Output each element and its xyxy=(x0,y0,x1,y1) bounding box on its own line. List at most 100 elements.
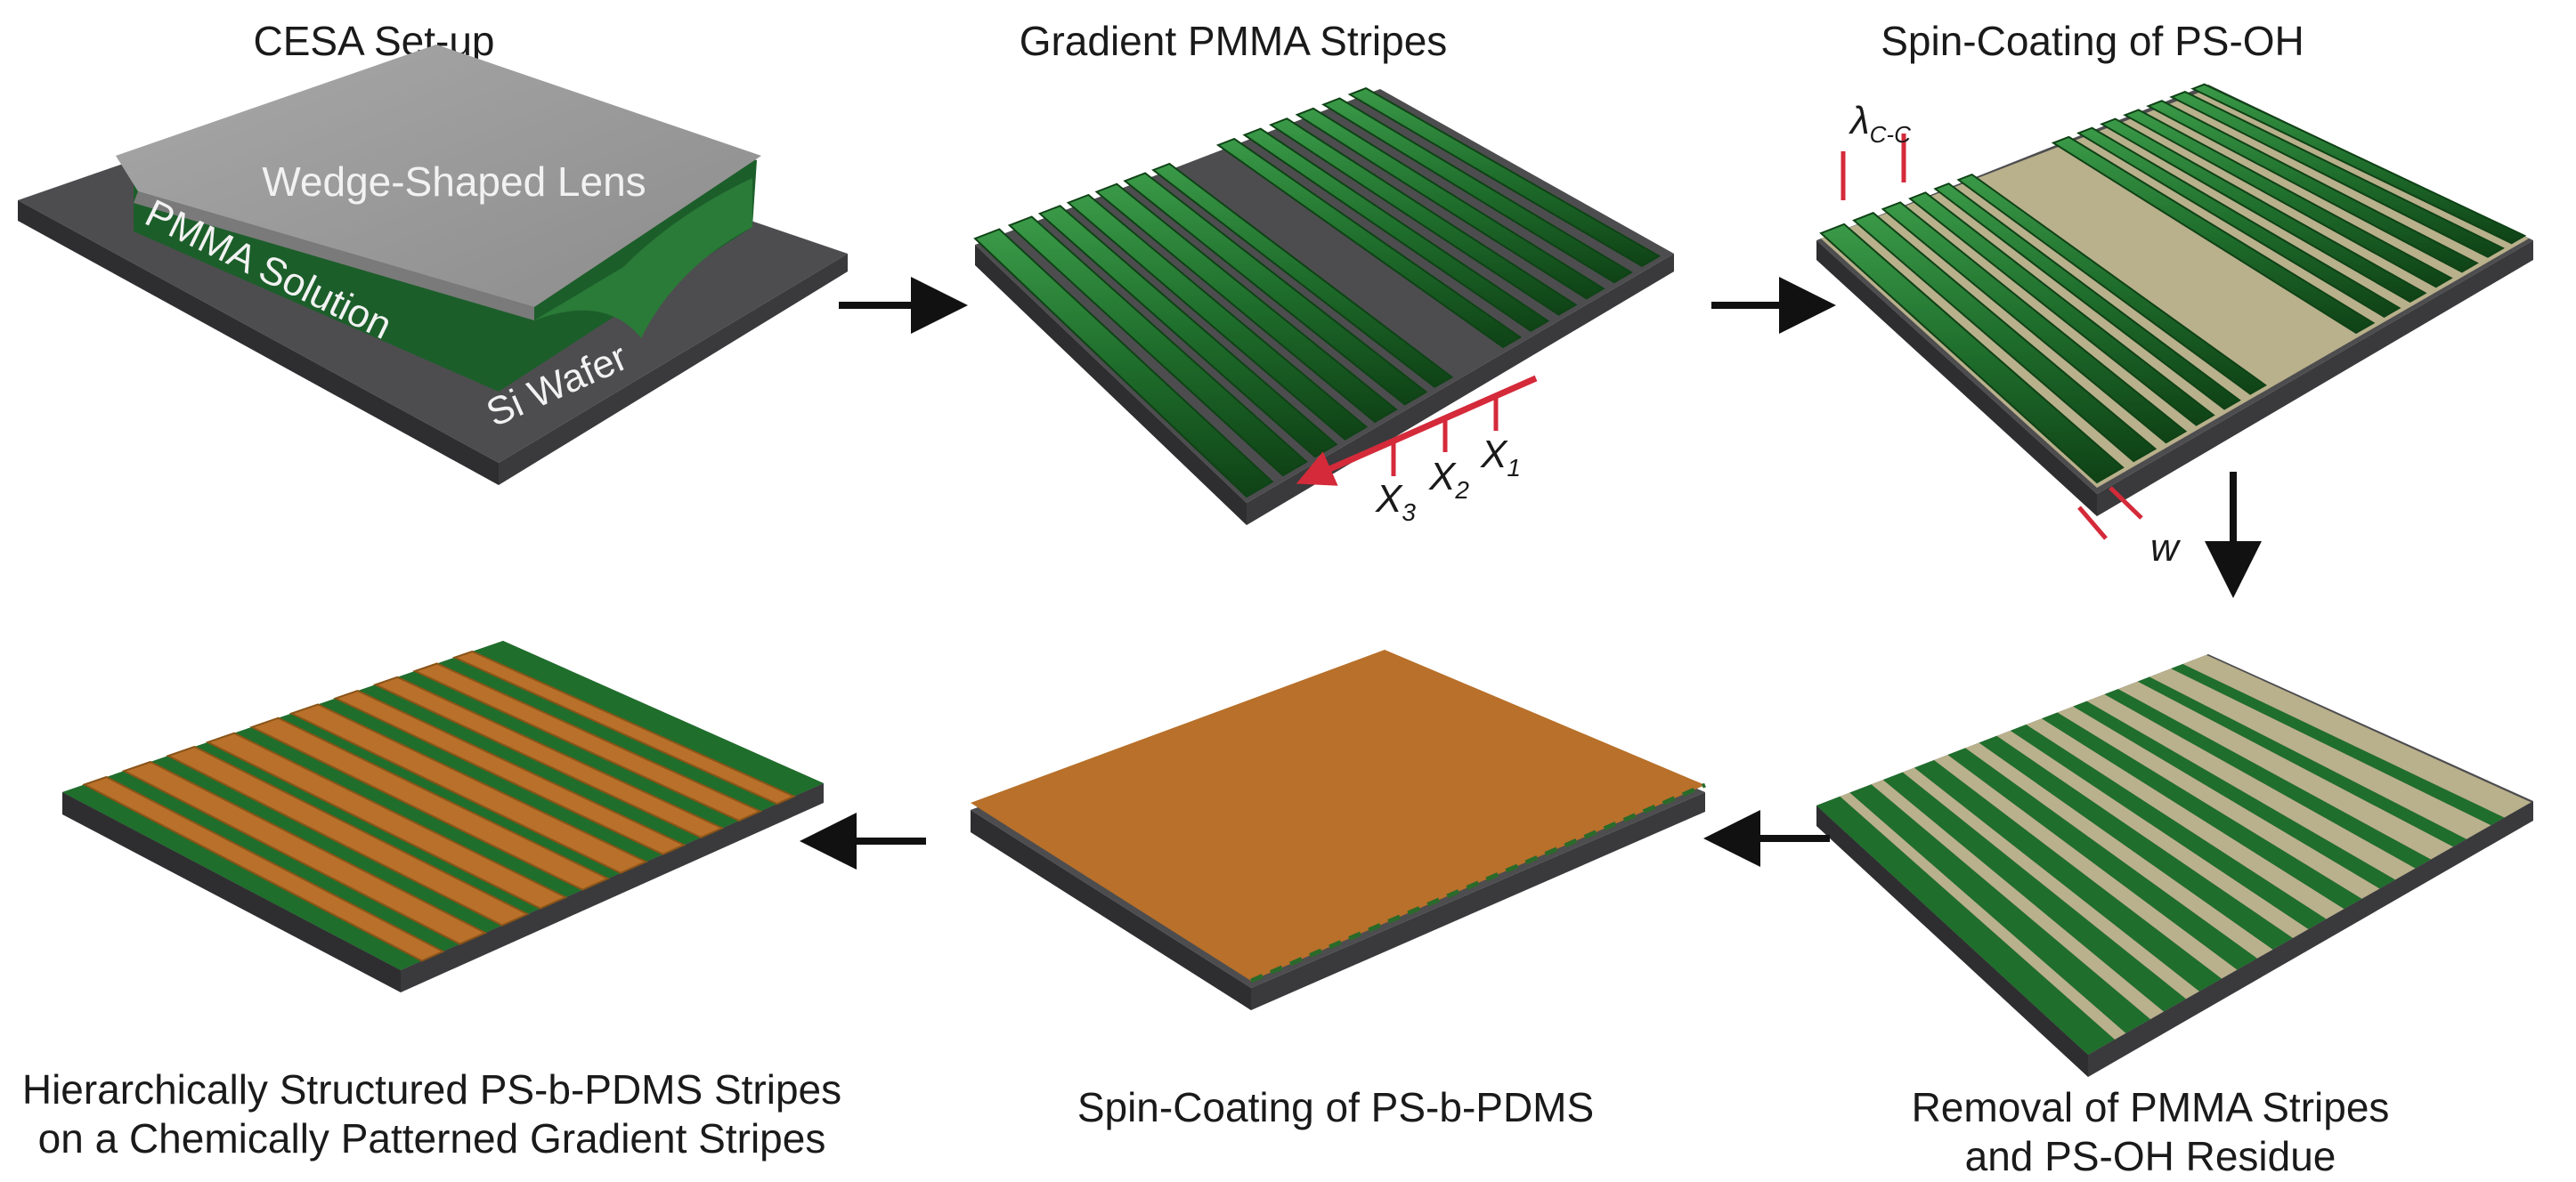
w-mark-right xyxy=(2109,486,2143,520)
ps-oh-ridge xyxy=(1881,201,2188,444)
pmma-stripe xyxy=(1268,117,1578,316)
green-stripe xyxy=(2042,712,2362,910)
beige-stripe xyxy=(1840,792,2126,1040)
step5-panel: Spin-Coating of PS-b-PDMS xyxy=(971,650,1706,1130)
green-stripe xyxy=(1979,735,2293,950)
green-stripe xyxy=(1816,796,2115,1055)
orange-stripe xyxy=(249,716,611,891)
ps-oh-ridges xyxy=(1819,83,2527,484)
x2-label: X2 xyxy=(1428,455,1469,504)
w-mark-left xyxy=(2077,506,2108,540)
ps-b-pdms-stripes xyxy=(62,641,824,970)
beige-stripe xyxy=(2117,681,2453,860)
beige-stripe xyxy=(2026,718,2344,919)
pmma-meniscus xyxy=(534,178,752,338)
green-stripe xyxy=(2073,700,2395,889)
x3-label: X3 xyxy=(1375,477,1416,526)
ps-oh-ridge xyxy=(1908,191,2215,426)
ps-oh-ridge xyxy=(2146,100,2479,273)
green-stripe xyxy=(2171,664,2505,826)
chemical-pattern-stripes xyxy=(1816,654,2531,1055)
orange-stripe xyxy=(412,662,763,822)
beige-stripe xyxy=(1902,767,2199,1000)
green-stripe xyxy=(1882,772,2186,1012)
green-stripe xyxy=(1849,784,2150,1033)
beige-stripe xyxy=(1965,742,2273,959)
pmma-stripe xyxy=(1066,193,1369,441)
ps-oh-ridge xyxy=(1819,223,2125,484)
pmma-stripe xyxy=(1151,162,1454,389)
step4-panel: Removal of PMMA Stripes and PS-OH Residu… xyxy=(1816,654,2533,1179)
step4-wafer-edge xyxy=(2088,801,2533,1077)
ps-oh-ridge xyxy=(2190,83,2527,245)
step2-title: Gradient PMMA Stripes xyxy=(1020,18,1448,64)
step5-wafer-side xyxy=(971,810,1251,1010)
step6-wafer-edge xyxy=(401,783,824,992)
step3-panel: Spin-Coating of PS-OH λC-C w xyxy=(1816,18,2533,570)
step6-panel: Hierarchically Structured PS-b-PDMS Stri… xyxy=(22,641,841,1162)
gradient-direction-arrow xyxy=(1296,375,1538,486)
orange-stripe xyxy=(121,760,488,945)
pmma-stripe xyxy=(1037,205,1338,458)
pmma-stripe xyxy=(1094,182,1398,424)
ps-oh-ridge xyxy=(2169,91,2506,258)
pmma-stripe xyxy=(973,228,1274,498)
orange-stripe xyxy=(166,745,530,927)
orange-stripe xyxy=(333,690,687,855)
ps-oh-ridge xyxy=(2051,135,2376,335)
orange-stripe xyxy=(372,676,725,838)
step3-title: Spin-Coating of PS-OH xyxy=(1881,18,2304,64)
orange-stripe xyxy=(205,732,568,910)
lambda-label: λC-C xyxy=(1849,99,1911,148)
step6-caption-line2: on a Chemically Patterned Gradient Strip… xyxy=(38,1115,826,1162)
ps-oh-ridge xyxy=(1933,182,2241,410)
step4-wafer-side xyxy=(1816,806,2088,1077)
ps-oh-ridge xyxy=(2100,117,2427,304)
beige-stripe xyxy=(1871,780,2164,1020)
step2-wafer-side xyxy=(975,245,1247,525)
step4-caption-line2: and PS-OH Residue xyxy=(1965,1133,2336,1179)
step5-wafer-edge xyxy=(1251,792,1705,1010)
step2-panel: Gradient PMMA Stripes X3 X2 X1 xyxy=(973,18,1674,526)
pmma-stripe xyxy=(1321,97,1633,284)
beige-stripe xyxy=(2182,654,2531,818)
pmma-stripe xyxy=(1242,127,1550,332)
ps-oh-ridge xyxy=(2076,126,2401,318)
w-label: w xyxy=(2150,526,2182,570)
step4-caption-line1: Removal of PMMA Stripes xyxy=(1912,1084,2390,1130)
ps-oh-ridge xyxy=(1956,173,2267,395)
si-wafer-side xyxy=(18,200,499,485)
step6-wafer-side xyxy=(62,792,401,992)
step1-panel: CESA Set-up Wedge-Shaped Lens PMMA Solut… xyxy=(18,18,848,485)
si-wafer-edge xyxy=(499,254,848,485)
pmma-stripes xyxy=(973,87,1662,498)
green-stripe xyxy=(2104,689,2431,869)
pmma-stripe xyxy=(1347,87,1662,268)
ps-oh-ridge xyxy=(1852,212,2158,463)
step6-caption-line1: Hierarchically Structured PS-b-PDMS Stri… xyxy=(22,1066,841,1113)
step3-wafer-side xyxy=(1816,240,2097,516)
wedge-shaped-lens xyxy=(116,45,761,307)
green-stripe xyxy=(1914,760,2222,992)
pmma-stripe xyxy=(1295,107,1605,300)
green-stripe xyxy=(2137,676,2466,847)
lens-edge xyxy=(134,191,534,320)
lens-label: Wedge-Shaped Lens xyxy=(262,158,646,205)
green-stripe xyxy=(2010,725,2327,929)
beige-stripe xyxy=(2149,668,2491,839)
step5-caption: Spin-Coating of PS-b-PDMS xyxy=(1077,1084,1594,1130)
ps-b-pdms-film xyxy=(971,650,1705,981)
orange-stripe xyxy=(451,650,797,806)
pmma-stripe xyxy=(1123,172,1428,406)
beige-stripe xyxy=(2086,694,2416,880)
film-edge-pattern xyxy=(1250,782,1706,984)
ps-oh-ridge xyxy=(2123,109,2453,288)
orange-stripe xyxy=(288,703,648,874)
green-stripe xyxy=(1947,748,2257,970)
step3-wafer-edge xyxy=(2097,240,2533,516)
beige-stripe xyxy=(2057,706,2380,899)
pmma-stripe xyxy=(1215,137,1523,349)
beige-stripe xyxy=(1996,730,2309,938)
beige-stripe xyxy=(1934,755,2238,979)
